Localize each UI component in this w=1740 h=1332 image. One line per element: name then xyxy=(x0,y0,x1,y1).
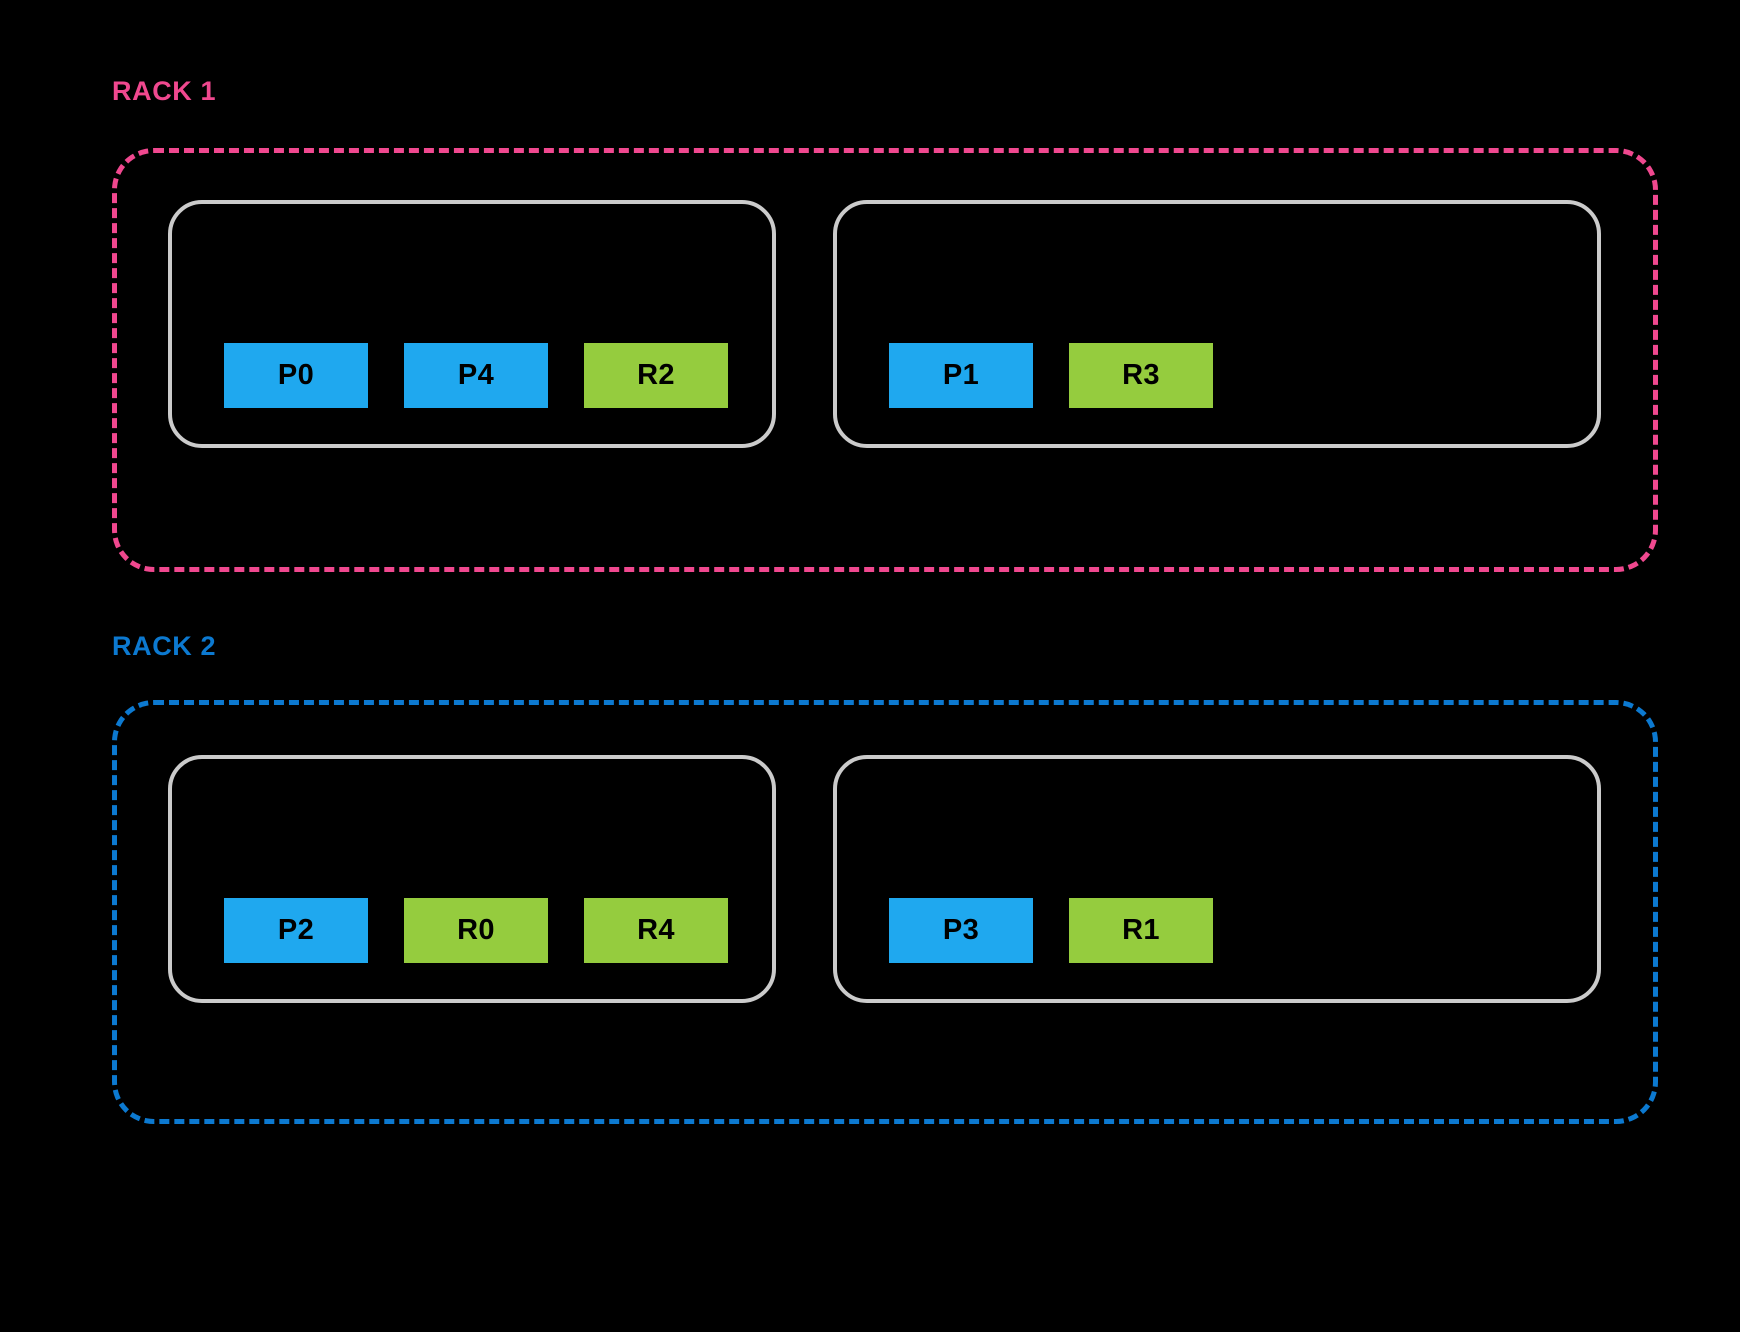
chip-row: P0 P4 R2 xyxy=(172,343,772,408)
rack-1-outline xyxy=(112,148,1658,572)
chip-p3[interactable]: P3 xyxy=(889,898,1033,963)
rack-2-broker-right: P3 R1 xyxy=(833,755,1601,1003)
chip-r1[interactable]: R1 xyxy=(1069,898,1213,963)
rack-1-broker-right: P1 R3 xyxy=(833,200,1601,448)
chip-r2[interactable]: R2 xyxy=(584,343,728,408)
rack-1-broker-left: P0 P4 R2 xyxy=(168,200,776,448)
chip-p0[interactable]: P0 xyxy=(224,343,368,408)
chip-r4[interactable]: R4 xyxy=(584,898,728,963)
chip-row: P3 R1 xyxy=(837,898,1597,963)
rack-1-label: RACK 1 xyxy=(112,76,217,106)
chip-r3[interactable]: R3 xyxy=(1069,343,1213,408)
chip-p2[interactable]: P2 xyxy=(224,898,368,963)
chip-p4[interactable]: P4 xyxy=(404,343,548,408)
chip-p1[interactable]: P1 xyxy=(889,343,1033,408)
rack-2-outline xyxy=(112,700,1658,1124)
rack-2-label: RACK 2 xyxy=(112,631,217,661)
rack-2-broker-left: P2 R0 R4 xyxy=(168,755,776,1003)
chip-r0[interactable]: R0 xyxy=(404,898,548,963)
chip-row: P1 R3 xyxy=(837,343,1597,408)
chip-row: P2 R0 R4 xyxy=(172,898,772,963)
